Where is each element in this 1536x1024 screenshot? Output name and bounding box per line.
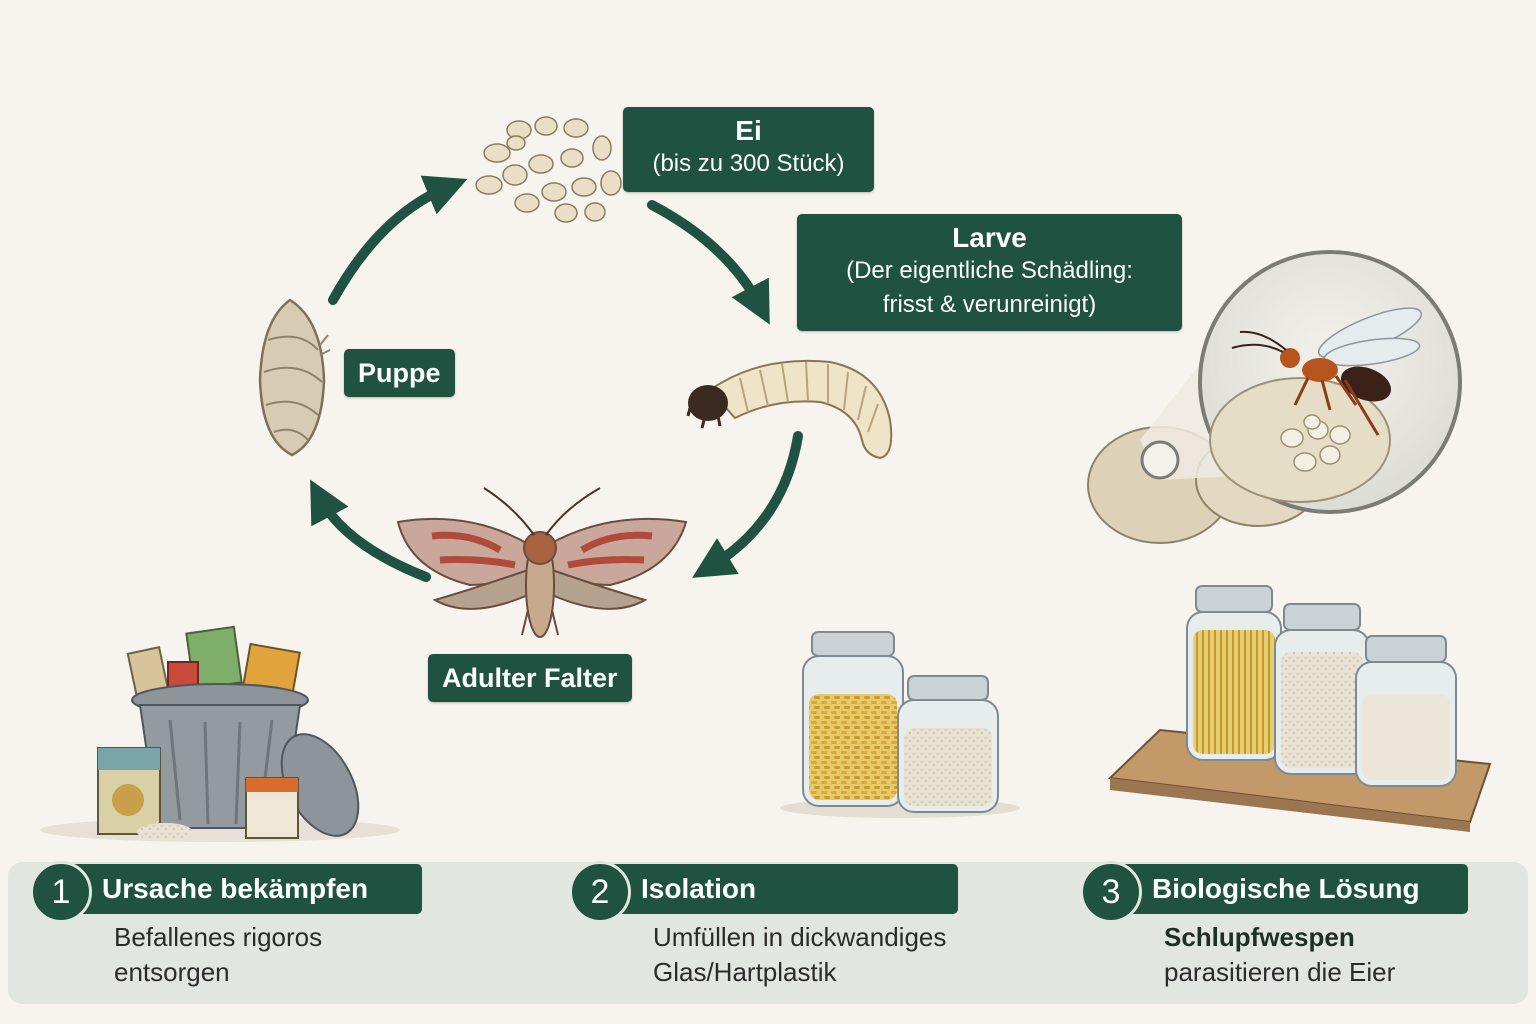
storage-jars-icon [1107,585,1492,832]
egg-stage-title: Ei [735,115,762,146]
larva-stage-label: Larve (Der eigentliche Schädling: frisst… [797,214,1182,331]
step-1-description: Befallenes rigoros entsorgen [114,920,494,990]
step-2-description: Umfüllen in dickwandiges Glas/Hartplasti… [653,920,1033,990]
trash-can-icon [40,625,400,842]
step-1-line2: entsorgen [114,957,230,987]
step-2-number: 2 [569,861,631,923]
pupa-icon [258,298,331,457]
adult-stage-label: Adulter Falter [428,654,632,702]
cycle-arrows [310,175,803,582]
step-3-title: Biologische Lösung [1094,864,1468,914]
larva-stage-title: Larve [952,222,1027,253]
step-1-number: 1 [30,861,92,923]
step-3-number: 3 [1080,861,1142,923]
parasitic-wasp-icon [1087,250,1462,544]
larva-stage-subtitle-line2: frisst & verunreinigt) [882,290,1097,318]
moth-icon [396,487,688,638]
step-1-title: Ursache bekämpfen [44,864,422,914]
larva-stage-subtitle-line1: (Der eigentliche Schädling: [846,257,1133,285]
step-2-line2: Glas/Hartplastik [653,957,837,987]
step-3-line1-bold: Schlupfwespen [1164,922,1355,952]
egg-stage-subtitle: (bis zu 300 Stück) [652,150,845,178]
larva-icon [686,359,893,460]
step-1-line1: Befallenes rigoros [114,922,323,952]
step-2-title: Isolation [583,864,958,914]
step-3-line2: parasitieren die Eier [1164,957,1396,987]
pupa-stage-label: Puppe [344,349,455,397]
egg-cluster-icon [475,116,622,223]
step-3-description: Schlupfwespen parasitieren die Eier [1164,920,1536,990]
glass-jars-icon [780,631,1020,818]
egg-stage-label: Ei (bis zu 300 Stück) [623,107,874,192]
step-2-line1: Umfüllen in dickwandiges [653,922,947,952]
